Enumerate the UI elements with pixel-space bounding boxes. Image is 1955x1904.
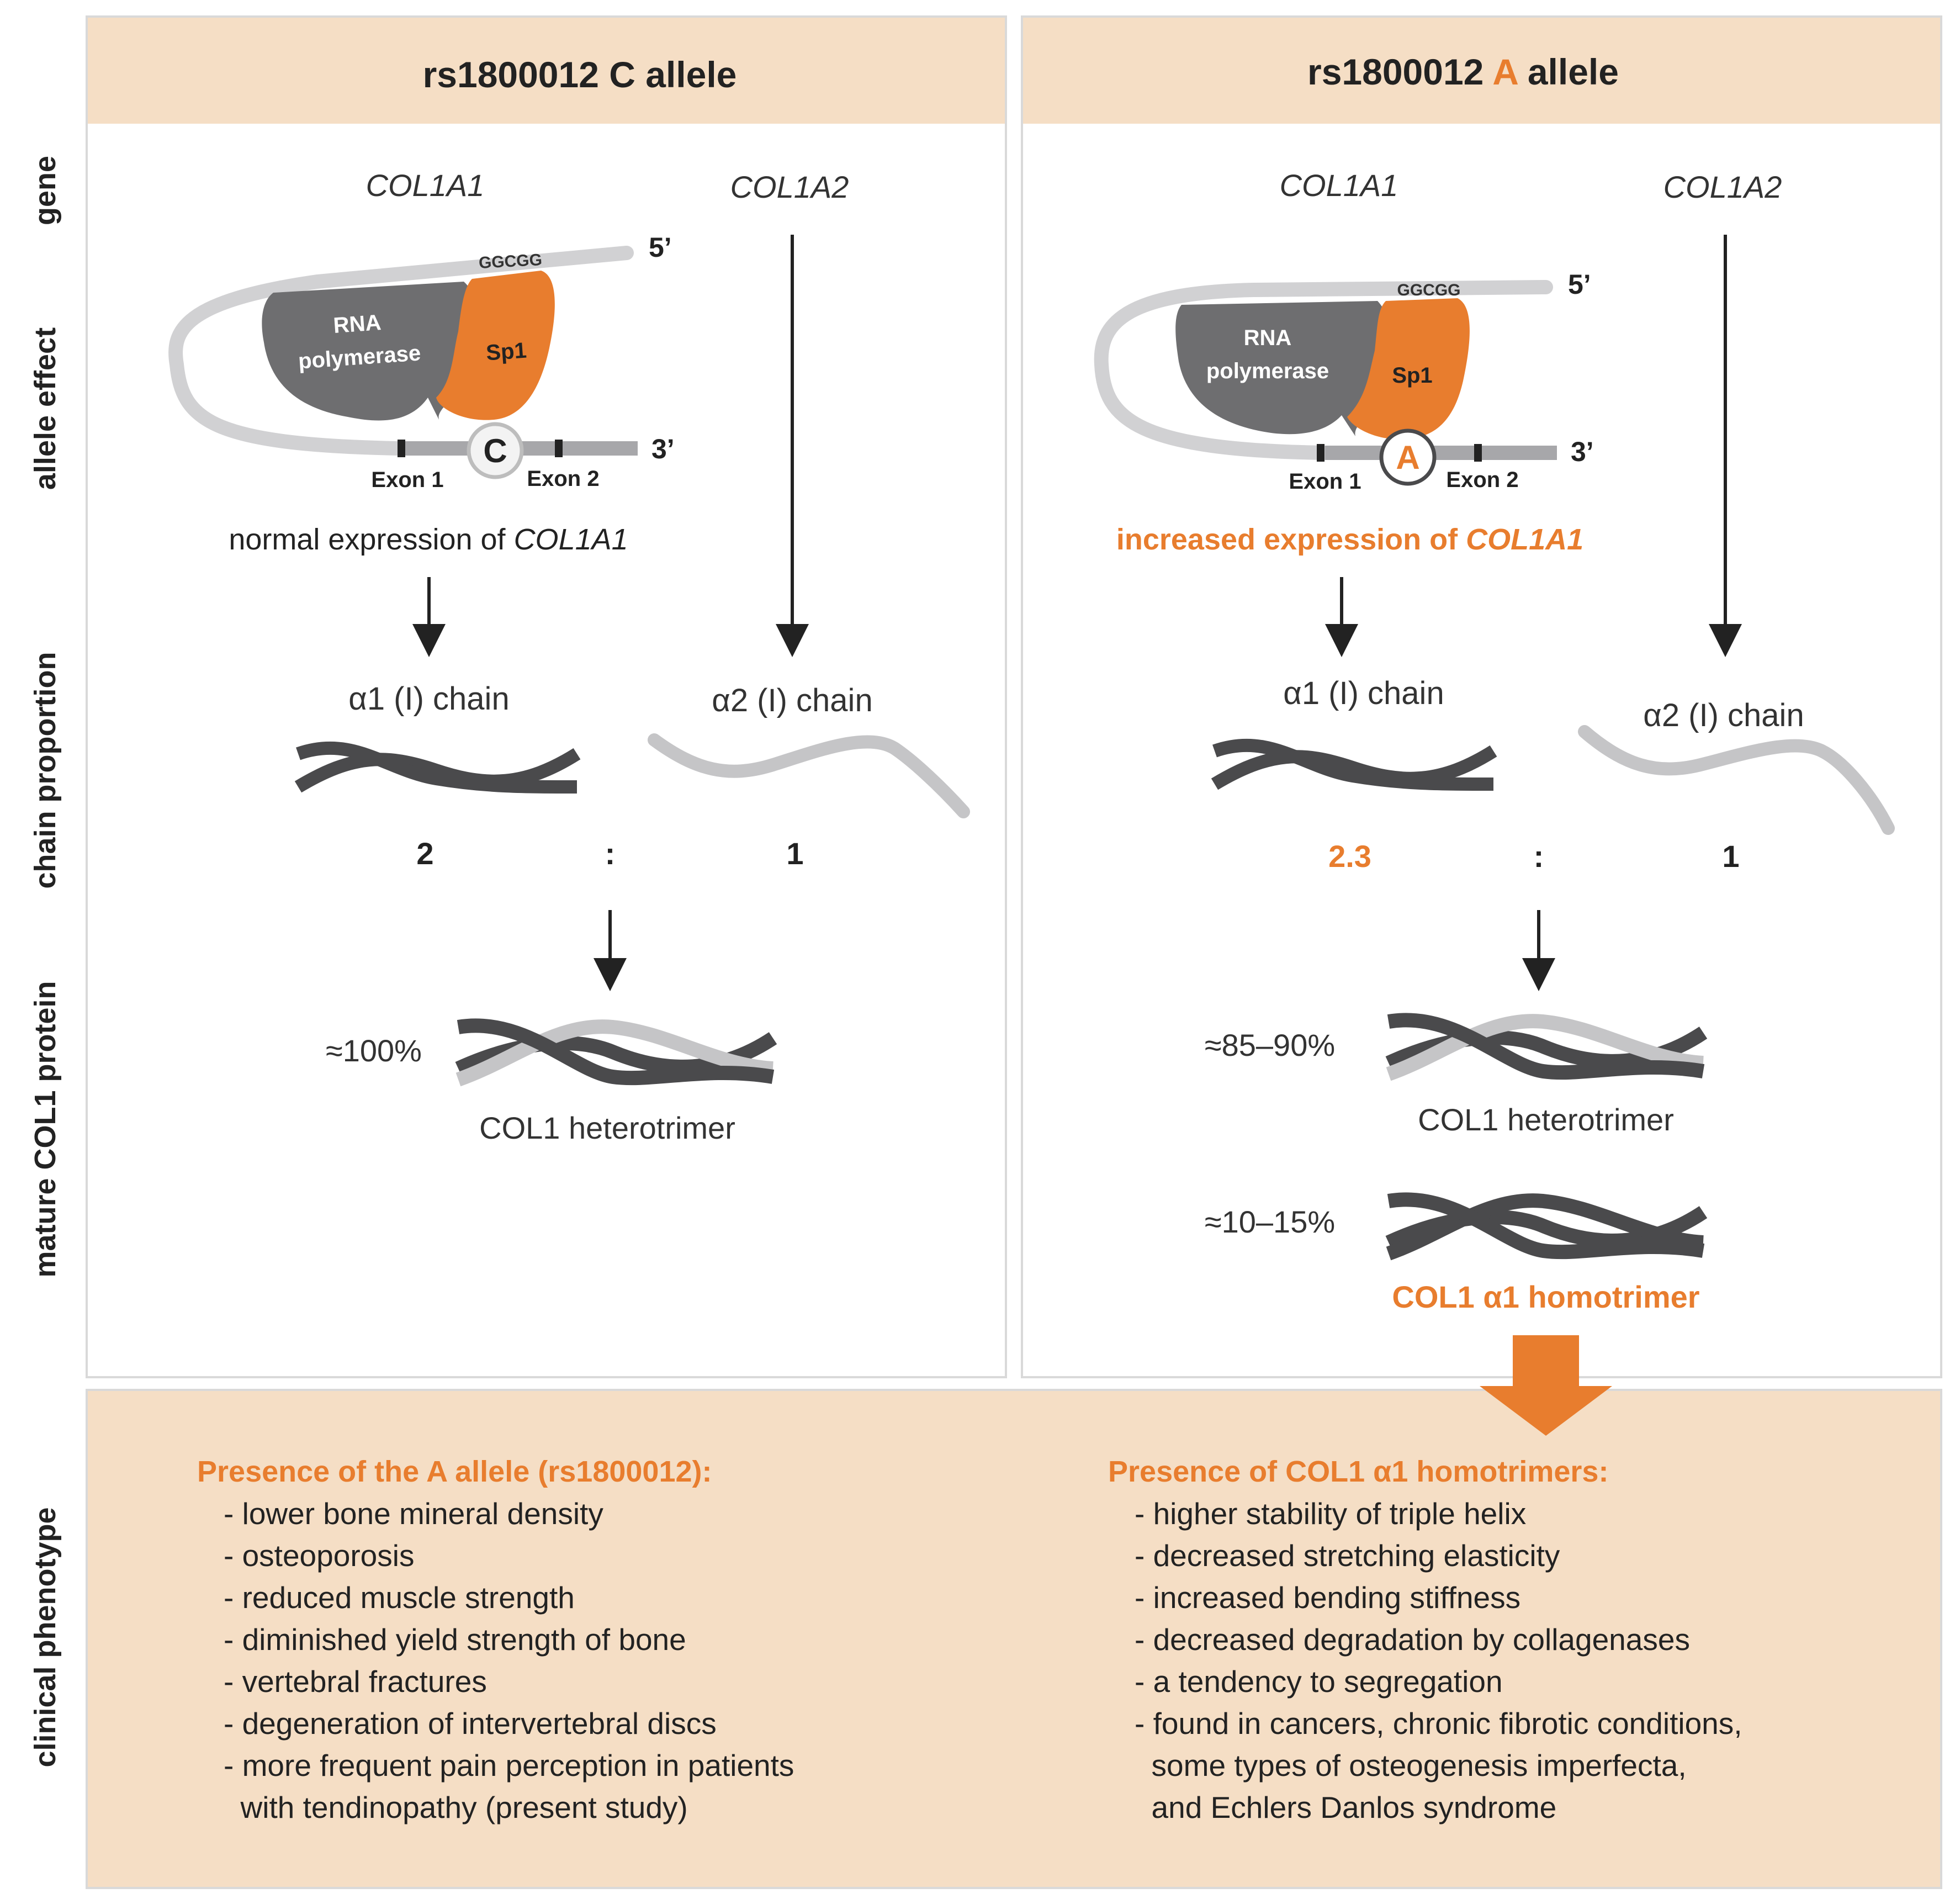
left-ratio-left: 2 (416, 836, 433, 871)
left-hetero-label: COL1 heterotrimer (479, 1110, 735, 1145)
clinical-left-item: - osteoporosis (224, 1538, 414, 1573)
side-label-mature-protein: mature COL1 protein (29, 981, 62, 1277)
clinical-left-item: - diminished yield strength of bone (224, 1622, 686, 1657)
left-expression-text: normal expression of COL1A1 (229, 523, 628, 556)
right-sp1-label: Sp1 (1392, 363, 1432, 388)
left-promoter-loop: GGCGG 5’ 3’ RNA polymerase Sp1 C Exon 1 … (168, 232, 675, 492)
side-label-allele-effect: allele effect (29, 327, 62, 490)
right-ratio-left: 2.3 (1328, 839, 1371, 874)
left-chain1-label: α1 (I) chain (348, 681, 509, 717)
left-sp1-label: Sp1 (485, 339, 527, 366)
left-polymerase-label-1: RNA (332, 310, 382, 338)
right-allele-circle (1379, 429, 1437, 486)
right-exon1-marker (1317, 444, 1324, 462)
sp1-shape (436, 271, 555, 420)
right-expression-text: increased expression of COL1A1 (1116, 523, 1583, 556)
right-homo-pct: ≈10–15% (1205, 1204, 1335, 1239)
right-prime5: 5’ (1568, 269, 1591, 300)
clinical-left-item: - reduced muscle strength (224, 1580, 575, 1615)
left-prime5: 5’ (649, 232, 672, 263)
right-header-bg (1023, 18, 1940, 124)
left-alpha2-chain-icon (648, 733, 970, 818)
side-label-gene: gene (29, 156, 62, 225)
right-panel-title: rs1800012 A allele (1307, 51, 1619, 92)
clinical-right-item: - increased bending stiffness (1135, 1580, 1520, 1615)
left-exon1-marker (398, 440, 405, 457)
right-polymerase-label-2: polymerase (1206, 359, 1329, 383)
right-rna-polymerase-shape (1175, 301, 1391, 436)
right-allele-letter: A (1396, 439, 1419, 476)
left-motif: GGCGG (478, 251, 543, 272)
left-exon2-label: Exon 2 (527, 467, 599, 491)
right-homo-label: COL1 α1 homotrimer (1392, 1279, 1699, 1314)
left-chain2-label: α2 (I) chain (712, 683, 872, 718)
left-prime3: 3’ (651, 433, 675, 464)
clinical-right-item: - decreased degradation by collagenases (1135, 1622, 1690, 1657)
right-promoter-loop: GGCGG 5’ 3’ RNA polymerase Sp1 A Exon 1 … (1094, 269, 1594, 494)
clinical-right-item: - higher stability of triple helix (1135, 1496, 1526, 1531)
clinical-left-item: - degeneration of intervertebral discs (224, 1706, 717, 1741)
clinical-left-item: - lower bone mineral density (224, 1496, 603, 1531)
right-chain1-label: α1 (I) chain (1283, 675, 1444, 711)
left-panel-title: rs1800012 C allele (423, 54, 737, 95)
clinical-right-item: - a tendency to segregation (1135, 1664, 1503, 1699)
right-prime3: 3’ (1571, 436, 1594, 467)
left-gene-col1a1: COL1A1 (366, 168, 485, 203)
right-heterotrimer-icon (1385, 1013, 1708, 1081)
side-label-clinical-phenotype: clinical phenotype (29, 1507, 62, 1767)
right-alpha2-chain-icon (1578, 725, 1895, 835)
right-gene-col1a2: COL1A2 (1663, 170, 1782, 204)
right-hetero-label: COL1 heterotrimer (1418, 1102, 1674, 1137)
right-exon1-label: Exon 1 (1289, 469, 1361, 494)
right-panel (1021, 15, 1942, 1378)
side-label-chain-proportion: chain proportion (29, 652, 62, 889)
left-exon1-label: Exon 1 (371, 468, 443, 492)
right-homotrimer-icon (1385, 1192, 1708, 1261)
left-exon2-marker (555, 440, 563, 457)
right-exon2-marker (1474, 444, 1482, 462)
rna-polymerase-shape (262, 282, 478, 421)
clinical-left-item: - more frequent pain perception in patie… (224, 1748, 794, 1783)
left-ratio-right: 1 (786, 836, 803, 871)
clinical-right-list: - higher stability of triple helix - dec… (1135, 1496, 1742, 1824)
clinical-left-item: - vertebral fractures (224, 1664, 487, 1699)
left-gene-col1a2: COL1A2 (730, 170, 849, 204)
clinical-right-item: - found in cancers, chronic fibrotic con… (1135, 1706, 1742, 1741)
right-sp1-shape (1347, 298, 1470, 440)
left-panel (86, 15, 1007, 1378)
clinical-right-item: some types of osteogenesis imperfecta, (1135, 1748, 1687, 1783)
right-alpha1-chain-icon (1211, 738, 1497, 791)
left-alpha1-chain-icon (294, 741, 581, 794)
clinical-right-heading: Presence of COL1 α1 homotrimers: (1108, 1455, 1608, 1488)
left-allele-circle (467, 422, 524, 479)
phenotype-arrow (1480, 1335, 1612, 1436)
clinical-box (86, 1389, 1942, 1889)
clinical-right-item: and Echlers Danlos syndrome (1135, 1790, 1556, 1824)
right-motif: GGCGG (1397, 281, 1460, 299)
left-allele-letter: C (483, 432, 507, 469)
clinical-left-list: - lower bone mineral density - osteoporo… (224, 1496, 794, 1824)
left-header-bg (88, 18, 1005, 124)
right-gene-col1a1: COL1A1 (1280, 168, 1398, 203)
right-polymerase-label-1: RNA (1244, 326, 1292, 350)
left-heterotrimer-icon (455, 1018, 777, 1087)
left-hetero-pct: ≈100% (326, 1033, 422, 1068)
clinical-left-item: with tendinopathy (present study) (224, 1790, 688, 1824)
clinical-right-item: - decreased stretching elasticity (1135, 1538, 1560, 1573)
right-ratio-right: 1 (1722, 839, 1739, 874)
right-ratio-sep: : (1534, 839, 1544, 874)
left-ratio-sep: : (605, 836, 616, 871)
right-exon2-label: Exon 2 (1446, 468, 1518, 492)
right-hetero-pct: ≈85–90% (1205, 1028, 1335, 1062)
right-chain2-label: α2 (I) chain (1643, 697, 1804, 733)
clinical-left-heading: Presence of the A allele (rs1800012): (197, 1455, 712, 1488)
